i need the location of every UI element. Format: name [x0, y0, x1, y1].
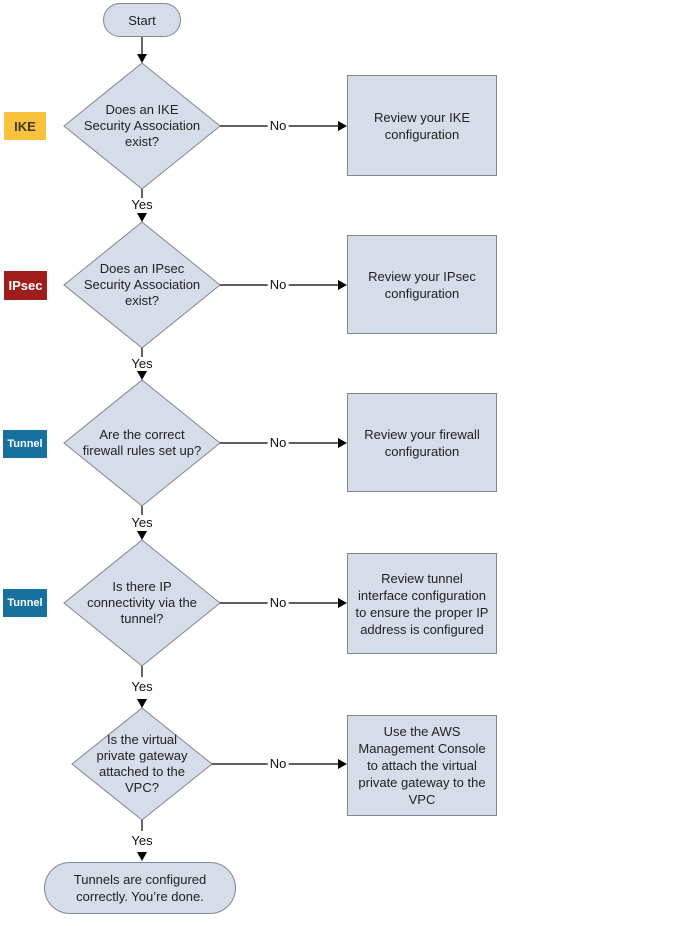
decision-diamond-ipsec: [63, 221, 221, 349]
action-box-attach-vgw: Use the AWS Management Console to attach…: [347, 715, 497, 816]
no-label-2: No: [267, 277, 289, 292]
decision-diamond-ip-connectivity: [63, 539, 221, 667]
decision-diamond-ike: [63, 62, 221, 190]
no-label-4: No: [267, 595, 289, 610]
badge-tunnel-2: Tunnel: [3, 589, 47, 617]
decision-diamond-vgw: [71, 707, 213, 821]
arrowhead-down-icon: [137, 213, 147, 222]
yes-label-4: Yes: [129, 679, 155, 694]
yes-label-5: Yes: [129, 833, 155, 848]
badge-ike: IKE: [4, 112, 46, 140]
yes-label-3: Yes: [129, 515, 155, 530]
arrowhead-down-icon: [137, 531, 147, 540]
arrowhead-right-icon: [338, 598, 347, 608]
arrowhead-right-icon: [338, 759, 347, 769]
decision-diamond-firewall: [63, 379, 221, 507]
no-label-5: No: [267, 756, 289, 771]
no-label-1: No: [267, 118, 289, 133]
arrowhead-right-icon: [338, 280, 347, 290]
badge-tunnel-1: Tunnel: [3, 430, 47, 458]
arrowhead-right-icon: [338, 438, 347, 448]
arrowhead-right-icon: [338, 121, 347, 131]
arrowhead-down-icon: [137, 371, 147, 380]
arrowhead-down-icon: [137, 699, 147, 708]
action-box-review-ike: Review your IKE configuration: [347, 75, 497, 176]
no-label-3: No: [267, 435, 289, 450]
badge-ipsec: IPsec: [4, 271, 47, 300]
action-box-review-tunnel-interface: Review tunnel interface configuration to…: [347, 553, 497, 654]
yes-label-1: Yes: [129, 197, 155, 212]
action-box-review-ipsec: Review your IPsec configuration: [347, 235, 497, 334]
arrowhead-down-icon: [137, 54, 147, 63]
yes-label-2: Yes: [129, 356, 155, 371]
end-node: Tunnels are configured correctly. You’re…: [44, 862, 236, 914]
action-box-review-firewall: Review your firewall configuration: [347, 393, 497, 492]
start-node: Start: [103, 3, 181, 37]
arrowhead-down-icon: [137, 852, 147, 861]
